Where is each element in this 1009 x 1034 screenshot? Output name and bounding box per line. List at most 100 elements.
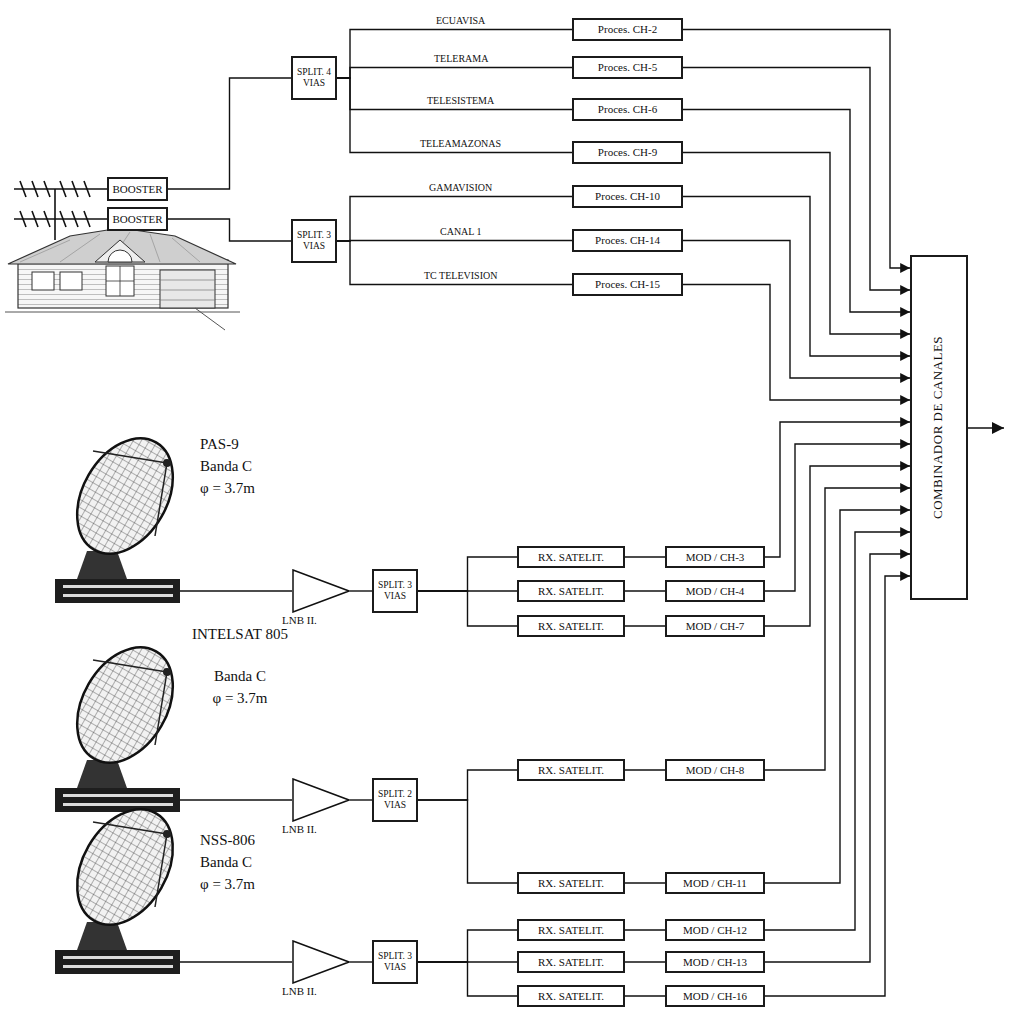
antenna: [14, 181, 107, 240]
amplifier-symbol: [292, 569, 350, 613]
signal-line: [765, 576, 910, 996]
process-box: Proces. CH-15: [572, 273, 683, 296]
process-box: Proces. CH-5: [572, 56, 683, 79]
satellite-label: PAS-9: [200, 436, 239, 453]
signal-line: [765, 488, 910, 770]
signal-line: [418, 962, 517, 996]
satellite-dish: [55, 421, 192, 603]
splitter-box: SPLIT. 2 VIAS: [372, 778, 418, 822]
satellite-label: φ = 3.7m: [200, 876, 255, 893]
satellite-dish: [55, 630, 192, 812]
process-box: Proces. CH-2: [572, 18, 683, 41]
box-label: MOD / CH-12: [683, 924, 747, 937]
satellite-label: Banda C: [188, 668, 292, 685]
signal-line: [625, 556, 665, 557]
process-box: RX. SATELIT.: [517, 985, 625, 1007]
signal-line: [337, 197, 572, 242]
signal-line: [168, 219, 291, 241]
signal-line: [625, 929, 665, 930]
box-label: RX. SATELIT.: [538, 620, 604, 633]
signal-line: [337, 78, 572, 153]
signal-line: [765, 466, 910, 626]
process-box: Proces. CH-10: [572, 185, 683, 208]
process-box: RX. SATELIT.: [517, 951, 625, 973]
box-label: RX. SATELIT.: [538, 551, 604, 564]
amplifier-label: LNB II.: [282, 985, 317, 998]
process-box: RX. SATELIT.: [517, 919, 625, 941]
signal-line: [350, 961, 372, 962]
box-label: COMBINADOR DE CANALES: [932, 336, 947, 519]
lnb-amplifier: LNB II.: [292, 778, 350, 822]
channel-name: TELEAMAZONAS: [418, 138, 503, 150]
box-label: SPLIT. 3 VIAS: [376, 580, 414, 602]
splitter-box: SPLIT. 4 VIAS: [291, 56, 337, 100]
feed-cable: [180, 591, 292, 962]
signal-line: [337, 68, 572, 79]
process-box: RX. SATELIT.: [517, 872, 625, 894]
box-label: SPLIT. 3 VIAS: [376, 951, 414, 973]
satellite-label: Banda C: [200, 458, 252, 475]
amplifier-label: LNB II.: [282, 823, 317, 836]
signal-line: [337, 241, 572, 285]
splitter-box: SPLIT. 3 VIAS: [372, 569, 418, 613]
lnb-amplifier: LNB II.: [292, 569, 350, 613]
process-box: RX. SATELIT.: [517, 580, 625, 602]
box-label: Proces. CH-15: [595, 278, 660, 291]
signal-line: [683, 285, 910, 401]
signal-line: [765, 554, 910, 962]
channel-combiner: COMBINADOR DE CANALES: [910, 255, 968, 600]
channel-name: CANAL 1: [438, 226, 484, 238]
box-label: MOD / CH-7: [686, 620, 745, 633]
signal-line: [765, 510, 910, 883]
house: [5, 228, 240, 330]
box-label: RX. SATELIT.: [538, 585, 604, 598]
amplifier-symbol: [292, 778, 350, 822]
box-label: Proces. CH-2: [598, 23, 657, 36]
process-box: RX. SATELIT.: [517, 615, 625, 637]
signal-line: [337, 78, 572, 110]
box-label: MOD / CH-16: [683, 990, 747, 1003]
box-label: BOOSTER: [112, 183, 162, 196]
box-label: Proces. CH-6: [598, 103, 657, 116]
box-label: BOOSTER: [112, 213, 162, 226]
signal-line: [350, 799, 372, 800]
process-box: Proces. CH-9: [572, 141, 683, 164]
signal-line: [418, 591, 517, 626]
box-label: Proces. CH-5: [598, 61, 657, 74]
process-box: MOD / CH-8: [665, 759, 765, 781]
satellite-label: φ = 3.7m: [200, 480, 255, 497]
satellite-label: Banda C: [200, 854, 252, 871]
signal-line: [765, 532, 910, 930]
signal-line: [683, 153, 910, 335]
signal-line: [683, 30, 910, 269]
process-box: RX. SATELIT.: [517, 546, 625, 568]
box-label: MOD / CH-8: [686, 764, 745, 777]
signal-line: [683, 241, 910, 379]
signal-line: [683, 68, 910, 291]
box-label: Proces. CH-14: [595, 234, 660, 247]
signal-line: [625, 769, 665, 770]
process-box: Proces. CH-14: [572, 229, 683, 252]
lnb-amplifier: LNB II.: [292, 940, 350, 984]
channel-name: ECUAVISA: [434, 15, 487, 27]
channel-name: TC TELEVISION: [422, 270, 499, 282]
signal-line: [625, 590, 665, 591]
box-label: RX. SATELIT.: [538, 877, 604, 890]
signal-line: [350, 590, 372, 591]
channel-name: GAMAVISION: [427, 182, 494, 194]
signal-line: [625, 882, 665, 883]
signal-line: [418, 800, 517, 883]
amplifier-symbol: [292, 940, 350, 984]
splitter-box: SPLIT. 3 VIAS: [372, 940, 418, 984]
box-label: RX. SATELIT.: [538, 924, 604, 937]
process-box: MOD / CH-7: [665, 615, 765, 637]
channel-name: TELERAMA: [432, 53, 490, 65]
output-arrow: [968, 427, 1004, 429]
channel-name: TELESISTEMA: [425, 95, 496, 107]
signal-line: [418, 930, 517, 962]
box-label: MOD / CH-3: [686, 551, 745, 564]
